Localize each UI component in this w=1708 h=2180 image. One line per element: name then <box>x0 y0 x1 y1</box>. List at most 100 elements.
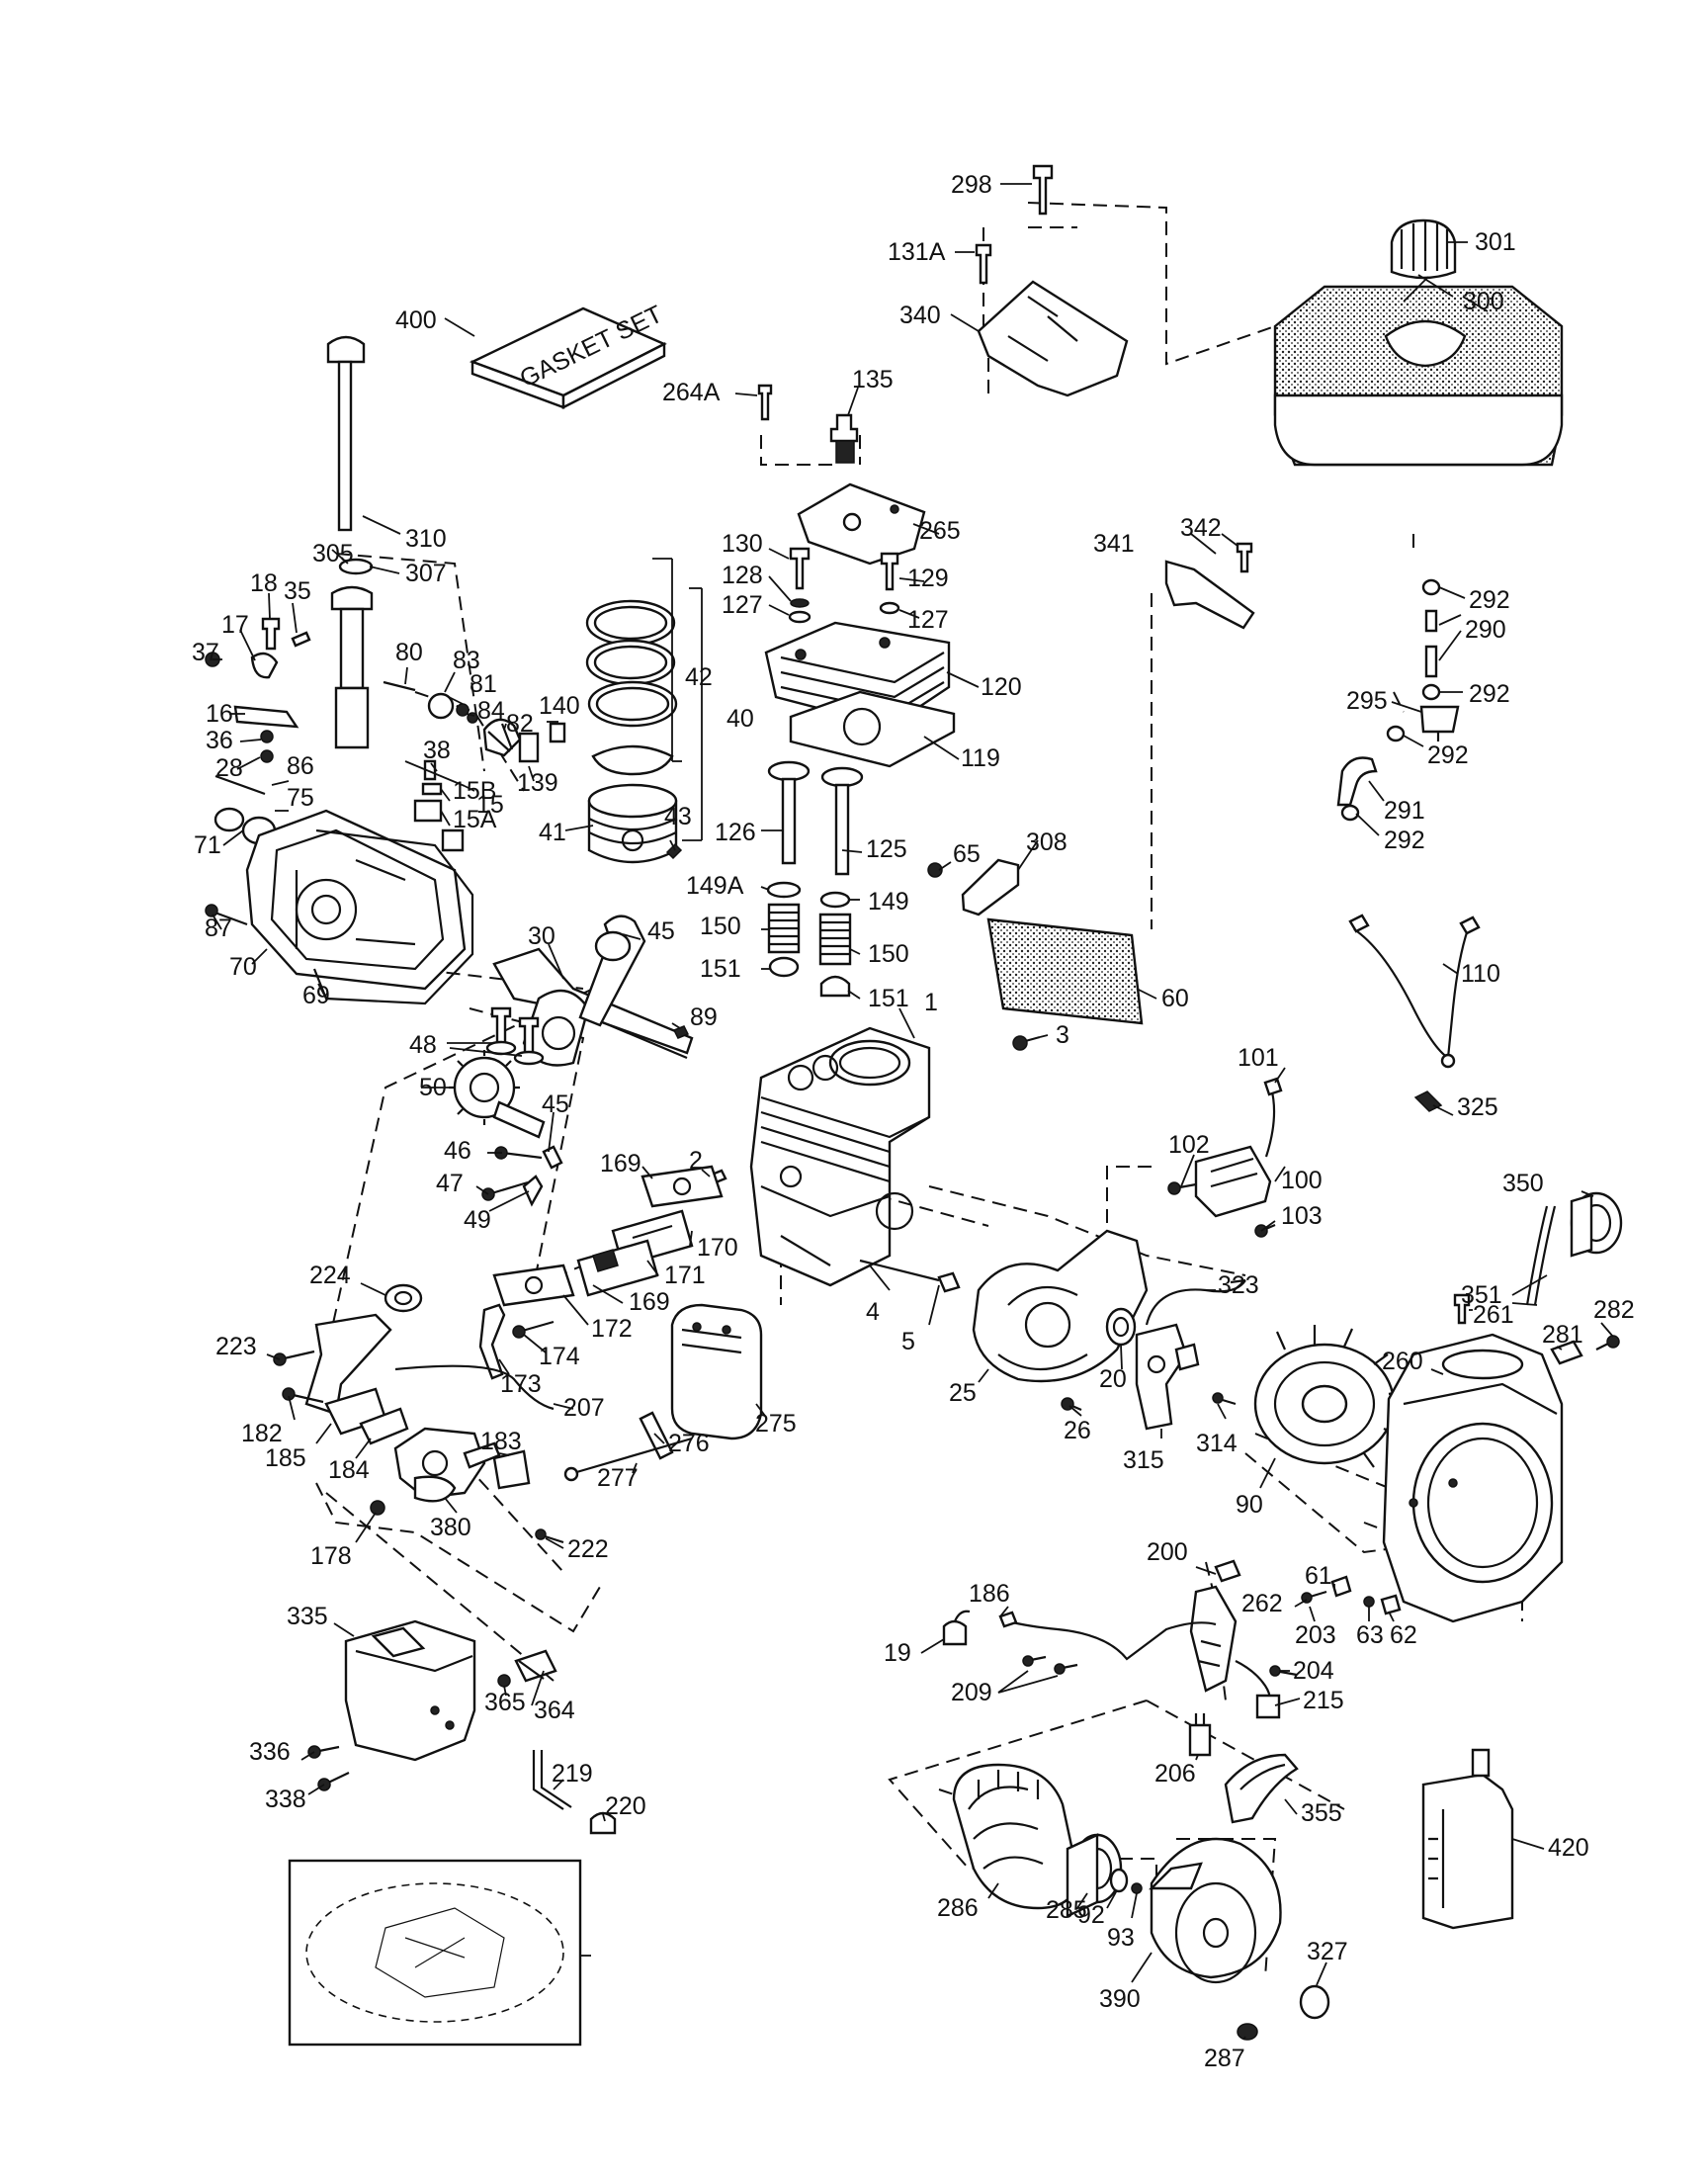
callout-label: 119 <box>961 744 1000 772</box>
callout-label: 276 <box>668 1430 710 1457</box>
callout-label: 43 <box>664 803 692 830</box>
callout-label: 47 <box>436 1170 464 1197</box>
callout-label: 120 <box>981 673 1022 701</box>
callout-label: 62 <box>1390 1621 1417 1649</box>
callout-label: 92 <box>1077 1901 1105 1929</box>
callout-label: 150 <box>700 913 741 940</box>
callout-label: 101 <box>1238 1044 1279 1072</box>
callout-label: 41 <box>539 819 566 846</box>
callout-label: 203 <box>1295 1621 1336 1649</box>
callout-label: 36 <box>206 727 233 754</box>
callout-label: 38 <box>423 737 451 764</box>
callout-label: 65 <box>953 840 981 868</box>
callout-label: 131A <box>888 238 946 266</box>
callout-label: 5 <box>901 1328 915 1355</box>
callout-label: 1 <box>924 989 938 1016</box>
callout-label: 323 <box>1218 1271 1259 1299</box>
callout-label: 281 <box>1542 1321 1583 1349</box>
callout-label: 61 <box>1305 1562 1332 1590</box>
callout-label: 100 <box>1281 1167 1323 1194</box>
callout-label: 173 <box>500 1370 542 1398</box>
callout-label: 25 <box>949 1379 977 1407</box>
callout-label: 20 <box>1099 1365 1127 1393</box>
callout-label: 37 <box>192 639 219 666</box>
callout-label: 286 <box>937 1894 979 1922</box>
callout-label: 18 <box>250 569 278 597</box>
callout-label: 48 <box>409 1031 437 1059</box>
callout-label: 364 <box>534 1697 575 1724</box>
callout-label: 70 <box>229 953 257 981</box>
callout-label: 103 <box>1281 1202 1323 1230</box>
leader-lines <box>212 183 1614 2041</box>
callout-label: 135 <box>852 366 894 393</box>
callout-label: 315 <box>1123 1446 1164 1474</box>
callout-label: 151 <box>700 955 741 983</box>
callout-label: 63 <box>1356 1621 1384 1649</box>
callout-label: 295 <box>1346 687 1388 715</box>
callout-label: 400 <box>395 306 437 334</box>
callout-label: 16 <box>206 700 233 728</box>
callout-label: 186 <box>969 1580 1010 1608</box>
callout-label: 291 <box>1384 797 1425 825</box>
callout-label: 86 <box>287 752 314 780</box>
callout-label: 110 <box>1461 960 1500 988</box>
callout-label: 127 <box>907 606 949 634</box>
callout-label: 185 <box>265 1444 306 1472</box>
callout-label: 215 <box>1303 1687 1344 1714</box>
callout-labels: 298 131A 340 301 300 400 264A 135 265 31… <box>192 171 1635 2072</box>
callout-label: 305 <box>312 540 354 567</box>
callout-label: 172 <box>591 1315 633 1343</box>
callout-label: 149 <box>868 888 909 916</box>
callout-label: 127 <box>722 591 763 619</box>
callout-label: 126 <box>715 819 756 846</box>
callout-label: 174 <box>539 1343 580 1370</box>
callout-label: 285 <box>1046 1896 1087 1924</box>
callout-label: 290 <box>1465 616 1506 644</box>
callout-label: 139 <box>517 769 558 797</box>
callout-label: 183 <box>480 1428 522 1455</box>
callout-label: 200 <box>1147 1538 1188 1566</box>
callout-label: 314 <box>1196 1430 1238 1457</box>
callout-label: 223 <box>215 1333 257 1360</box>
callout-label: 149A <box>686 872 744 900</box>
callout-label: 15A <box>453 806 497 833</box>
callout-label: 262 <box>1241 1590 1283 1617</box>
callout-label: 178 <box>310 1542 352 1570</box>
callout-label: 93 <box>1107 1924 1135 1952</box>
callout-label: 17 <box>221 611 249 639</box>
callout-label: 350 <box>1502 1170 1544 1197</box>
callout-label: 325 <box>1457 1093 1498 1121</box>
callout-label: 81 <box>470 670 497 698</box>
callout-label: 220 <box>605 1792 646 1820</box>
inset-box <box>288 1859 582 2047</box>
callout-label: 355 <box>1301 1799 1342 1827</box>
callout-label: 151 <box>868 985 909 1012</box>
callout-label: 265 <box>919 517 961 545</box>
callout-label: 82 <box>506 710 534 738</box>
callout-label: 30 <box>528 922 555 950</box>
callout-label: 84 <box>477 697 505 725</box>
callout-label: 264A <box>662 379 721 406</box>
callout-label: 87 <box>205 915 232 942</box>
callout-label: 15B <box>453 777 496 805</box>
callout-label: 75 <box>287 784 314 812</box>
callout-label: 50 <box>419 1074 447 1101</box>
callout-label: 80 <box>395 639 423 666</box>
callout-label: 261 <box>1473 1301 1514 1329</box>
callout-label: 351 <box>1461 1281 1502 1309</box>
callout-label: 287 <box>1204 2045 1245 2072</box>
callout-label: 128 <box>722 562 763 589</box>
callout-label: 275 <box>755 1410 797 1438</box>
callout-label: 42 <box>685 663 713 691</box>
callout-label: 335 <box>287 1603 328 1630</box>
callout-label: 45 <box>647 917 675 945</box>
callout-label: 28 <box>215 754 243 782</box>
callout-label: 206 <box>1154 1760 1196 1788</box>
callout-label: 170 <box>697 1234 738 1262</box>
callout-label: 40 <box>726 705 754 733</box>
callout-label: 327 <box>1307 1938 1348 1965</box>
callout-label: 150 <box>868 940 909 968</box>
callout-label: 49 <box>464 1206 491 1234</box>
callout-label: 340 <box>899 302 941 329</box>
